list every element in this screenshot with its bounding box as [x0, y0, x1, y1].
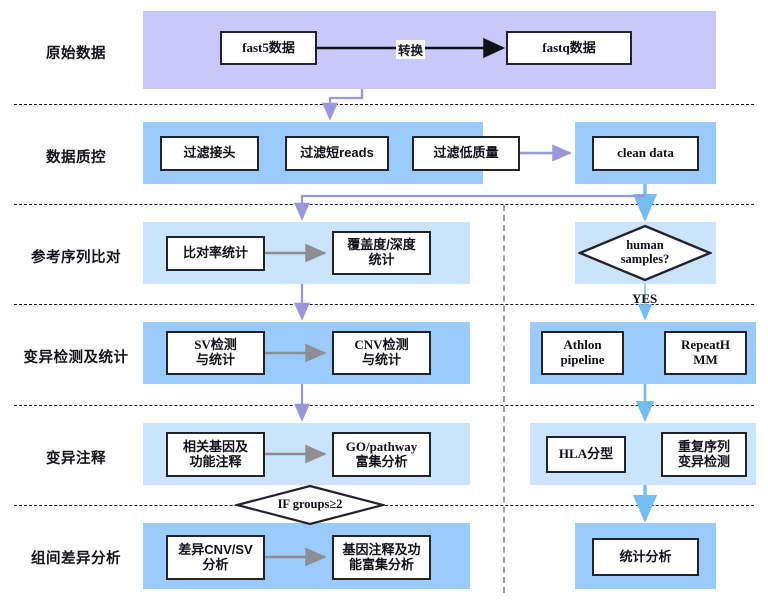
node-hla-typing[interactable]: HLA分型	[546, 436, 626, 473]
node-coverage-depth-line1: 覆盖度/深度	[347, 237, 416, 253]
node-go-pathway-enrichment[interactable]: GO/pathway 富集分析	[332, 432, 431, 477]
node-statistical-analysis-label: 统计分析	[619, 548, 672, 564]
decision-if-groups[interactable]: IF groups≥2	[235, 484, 385, 526]
node-go-pathway-enrichment-line1: GO/pathway	[345, 438, 418, 454]
node-differential-cnv-sv[interactable]: 差异CNV/SV 分析	[166, 535, 265, 580]
node-statistical-analysis[interactable]: 统计分析	[592, 538, 699, 576]
node-fastq-label: fastq数据	[542, 39, 596, 55]
edge-label-yes: YES	[632, 291, 658, 306]
node-gene-annotation-enrichment[interactable]: 基因注释及功 能富集分析	[332, 535, 431, 580]
node-filter-low-quality[interactable]: 过滤低质量	[412, 136, 520, 171]
node-filter-adapter[interactable]: 过滤接头	[160, 136, 259, 171]
stage-label-group-diff: 组间差异分析	[31, 551, 121, 567]
decision-if-groups-text: IF groups≥2	[277, 497, 343, 512]
row-separator-3	[14, 304, 754, 305]
node-alignment-rate-stats[interactable]: 比对率统计	[166, 236, 265, 271]
node-cnv-detection-line1: CNV检测	[354, 337, 409, 353]
node-filter-adapter-label: 过滤接头	[183, 145, 236, 161]
node-gene-function-annotation-line1: 相关基因及	[182, 438, 248, 454]
row-separator-2	[14, 204, 754, 205]
node-gene-function-annotation[interactable]: 相关基因及 功能注释	[166, 432, 265, 477]
node-filter-short-reads[interactable]: 过滤短reads	[285, 136, 389, 171]
node-sv-detection[interactable]: SV检测 与统计	[166, 331, 265, 375]
node-differential-cnv-sv-line1: 差异CNV/SV	[178, 541, 253, 557]
node-alignment-rate-stats-label: 比对率统计	[182, 245, 248, 261]
node-repeat-variant-detection-line1: 重复序列	[677, 438, 730, 454]
node-fastq-data[interactable]: fastq数据	[506, 31, 632, 65]
edge-label-convert: 转换	[396, 40, 426, 59]
node-gene-function-annotation-line2: 功能注释	[189, 453, 242, 469]
decision-human-samples-text: human samples?	[578, 224, 712, 282]
node-cnv-detection-line2: 与统计	[361, 352, 401, 367]
node-filter-short-reads-label: 过滤短reads	[300, 145, 374, 161]
node-repeathmm-line2: MM	[693, 352, 718, 367]
node-clean-data[interactable]: clean data	[592, 136, 699, 171]
stage-label-qc: 数据质控	[46, 150, 106, 166]
node-differential-cnv-sv-line2: 分析	[202, 556, 229, 572]
node-gene-annotation-enrichment-line2: 能富集分析	[348, 556, 414, 572]
stage-label-alignment: 参考序列比对	[31, 250, 121, 266]
node-repeat-variant-detection[interactable]: 重复序列 变异检测	[661, 432, 747, 477]
node-fast5-data[interactable]: fast5数据	[220, 31, 317, 65]
node-filter-low-quality-label: 过滤低质量	[433, 145, 499, 161]
node-clean-data-label: clean data	[617, 145, 674, 161]
node-coverage-depth-line2: 统计	[368, 252, 395, 267]
column-separator	[503, 205, 505, 593]
stage-label-variant-call: 变异检测及统计	[23, 350, 129, 366]
node-repeat-variant-detection-line2: 变异检测	[677, 453, 730, 469]
stage-label-raw-data: 原始数据	[46, 46, 106, 62]
node-sv-detection-line1: SV检测	[194, 337, 237, 353]
node-gene-annotation-enrichment-line1: 基因注释及功	[342, 541, 421, 557]
node-cnv-detection[interactable]: CNV检测 与统计	[332, 331, 431, 375]
node-repeathmm-line1: RepeatH	[680, 337, 731, 353]
row-separator-1	[14, 104, 754, 105]
node-sv-detection-line2: 与统计	[195, 352, 235, 367]
decision-human-samples[interactable]: human samples?	[578, 224, 712, 282]
node-go-pathway-enrichment-line2: 富集分析	[355, 453, 408, 469]
node-fast5-label: fast5数据	[242, 39, 295, 55]
node-athlon-pipeline-line2: pipeline	[560, 352, 605, 367]
node-hla-typing-label: HLA分型	[558, 446, 614, 462]
node-coverage-depth-stats[interactable]: 覆盖度/深度 统计	[332, 231, 431, 275]
node-repeathmm[interactable]: RepeatH MM	[664, 331, 747, 375]
decision-human-samples-line1: human	[626, 238, 664, 253]
stage-label-annotation: 变异注释	[46, 451, 106, 467]
node-athlon-pipeline-line1: Athlon	[563, 337, 602, 353]
row-separator-4	[14, 405, 754, 406]
decision-human-samples-line2: samples?	[620, 252, 670, 266]
node-athlon-pipeline[interactable]: Athlon pipeline	[541, 331, 624, 375]
